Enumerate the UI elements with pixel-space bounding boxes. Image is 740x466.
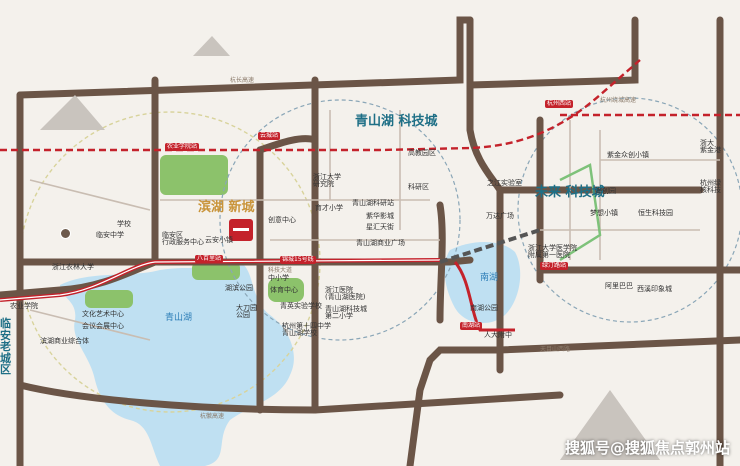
green-area-3 <box>268 278 304 302</box>
poi-label: 临安区 行政服务中心 <box>162 231 204 246</box>
poi-label: 高教园区 <box>408 149 436 157</box>
district-weilai: 未来 科技城 <box>535 185 605 200</box>
poi-label: 湖滨公园 <box>225 284 253 292</box>
station-label: 南湖站 <box>460 322 483 330</box>
green-area-2 <box>192 262 240 280</box>
buffer-circle-center <box>219 99 461 341</box>
green-metro <box>559 163 602 262</box>
green-area-4 <box>85 290 133 308</box>
poi-label: 海创园 <box>595 187 616 195</box>
district-qingshanhu: 青山湖 科技城 <box>355 114 438 129</box>
road-label: 杭长高速 <box>230 77 255 84</box>
station-label: 绿汀路站 <box>540 262 569 270</box>
poi-label: 杭州绿 核科技 <box>700 179 721 194</box>
poi-label: 西溪印象城 <box>637 285 672 293</box>
poi-label: 人大附中 <box>484 331 512 339</box>
station-label: 锦城15号线 <box>280 256 316 264</box>
station-label: 农业学院站 <box>165 143 200 151</box>
nanhu-label: 南湖 <box>480 273 499 283</box>
poi-label: 青山湖商业广场 <box>356 239 405 247</box>
station-label: 杭州西站 <box>545 100 574 108</box>
poi-label: 杭州第十四中学 青山湖学校 <box>282 322 331 337</box>
poi-label: 中小学 <box>268 274 289 282</box>
project-marker[interactable] <box>229 219 253 241</box>
mountain-left <box>40 95 105 130</box>
poi-label: 恒生科技园 <box>638 209 673 217</box>
poi-label: 临安中学 <box>96 231 124 239</box>
poi-label: 青英实验学校 <box>280 302 322 310</box>
qingshanhu-lake <box>60 262 294 466</box>
poi-label: 大刀园 公园 <box>236 304 257 319</box>
poi-label: 科研区 <box>408 183 429 191</box>
poi-label: 学校 <box>117 220 131 228</box>
future-metro <box>439 228 541 264</box>
mountain-bottom-right <box>560 390 660 460</box>
station-label: 云城站 <box>258 132 281 140</box>
poi-label: 紫华影城 <box>366 212 394 220</box>
poi-label: 农业学院 <box>10 302 38 310</box>
left-edge-district: 临安老城区 <box>0 317 11 377</box>
lake-label: 青山湖 <box>165 313 193 323</box>
poi-label: 浙江农林大学 <box>52 263 94 271</box>
road-label: 杭州绕城高速 <box>600 97 637 104</box>
poi-label: 青山湖科技城 第二小学 <box>325 305 367 320</box>
poi-label: 之江实验室 <box>487 179 522 187</box>
road-label: 天目山西路 <box>540 346 571 353</box>
poi-label: 文化艺术中心 <box>82 310 124 318</box>
district-binhu: 滨湖 新城 <box>198 200 255 215</box>
poi-label: 紫金众创小镇 <box>607 151 649 159</box>
poi-label: 滨湖商业综合体 <box>40 337 89 345</box>
poi-label: 云安小镇 <box>205 236 233 244</box>
poi-label: 育才小学 <box>315 204 343 212</box>
poi-label: 阿里巴巴 <box>605 282 633 290</box>
poi-label: 南湖公园 <box>470 304 498 312</box>
poi-label: 星汇天街 <box>366 223 394 231</box>
poi-label: 浙大 紫金港 <box>700 139 721 154</box>
poi-label: 体育中心 <box>270 286 298 294</box>
poi-label: 浙江大学 研究院 <box>313 173 341 188</box>
station-label: 八百里站 <box>195 255 224 263</box>
poi-label: 创意中心 <box>268 216 296 224</box>
poi-label: 会议会展中心 <box>82 322 124 330</box>
poi-label: 浙江医院 (青山湖医院) <box>325 286 366 301</box>
poi-marker <box>60 228 71 239</box>
watermark-text: 搜狐号@搜狐焦点郭州站 <box>564 439 730 457</box>
road-label: 杭徽高速 <box>200 413 225 420</box>
road-label: 科技大道 <box>268 267 293 274</box>
poi-label: 梦想小镇 <box>590 209 618 217</box>
poi-label: 浙江大学医学院 附属第一医院 <box>528 244 577 259</box>
poi-label: 万达广场 <box>486 212 514 220</box>
buffer-circle-right <box>517 97 740 323</box>
mountain-top <box>193 36 230 56</box>
poi-label: 青山湖科研站 <box>352 199 394 207</box>
green-area-1 <box>160 155 228 195</box>
